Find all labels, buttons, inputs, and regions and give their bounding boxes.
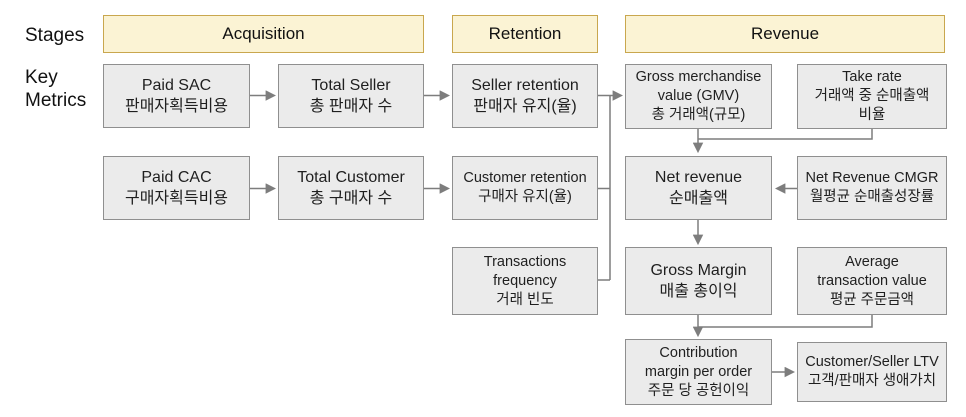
metric-line: Transactions (483, 253, 567, 270)
metric-total-customer: Total Customer 총 구매자 수 (278, 156, 424, 220)
metric-contribution-margin: Contribution margin per order 주문 당 공헌이익 (625, 339, 772, 405)
metric-line: Customer/Seller LTV (805, 354, 939, 370)
metric-line: value (GMV) (657, 88, 740, 104)
stage-header-acquisition: Acquisition (103, 15, 424, 53)
metric-line: 주문 당 공헌이익 (647, 382, 750, 399)
metric-line: 총 판매자 수 (309, 98, 393, 115)
metric-line: 판매자획득비용 (124, 98, 229, 115)
stage-label: Acquisition (222, 24, 305, 43)
metric-line: Paid SAC (141, 77, 212, 94)
metric-line: 거래액 중 순매출액 (814, 88, 930, 104)
metric-transactions-frequency: Transactions frequency 거래 빈도 (452, 247, 598, 315)
stage-label: Retention (488, 24, 562, 43)
metric-line: Seller retention (471, 77, 579, 94)
metric-line: transaction value (817, 272, 927, 289)
metric-line: 구매자 유지(율) (478, 189, 572, 205)
metric-line: 비율 (858, 107, 886, 123)
metric-line: Contribution (659, 344, 738, 361)
metric-paid-cac: Paid CAC 구매자획득비용 (103, 156, 250, 220)
metric-line: Gross Margin (650, 262, 747, 279)
grossmargin-avg-to-contribution (692, 315, 873, 338)
metric-avg-transaction-value: Average transaction value 평균 주문금액 (797, 247, 947, 315)
metric-line: margin per order (644, 363, 753, 380)
metric-line: Total Seller (311, 77, 391, 94)
metric-line: Total Customer (297, 169, 405, 186)
key-metrics-label-line1: Key (25, 67, 58, 88)
metric-line: frequency (493, 272, 557, 289)
metric-net-revenue: Net revenue 순매출액 (625, 156, 772, 220)
metric-net-revenue-cmgr: Net Revenue CMGR 월평균 순매출성장률 (797, 156, 947, 220)
metric-line: Gross merchandise (635, 69, 762, 85)
metric-line: 월평균 순매출성장률 (809, 189, 935, 205)
metric-line: Customer retention (463, 170, 587, 186)
key-metrics-label-line2: Metrics (25, 90, 87, 111)
metric-line: 총 거래액(규모) (651, 107, 746, 123)
metric-line: Net revenue (654, 169, 743, 186)
gmv-takerate-to-netrevenue (692, 129, 873, 154)
metric-line: 매출 총이익 (659, 283, 738, 300)
metric-customer-seller-ltv: Customer/Seller LTV 고객/판매자 생애가치 (797, 342, 947, 402)
metric-customer-retention: Customer retention 구매자 유지(율) (452, 156, 598, 220)
metric-gmv: Gross merchandise value (GMV) 총 거래액(규모) (625, 64, 772, 129)
metric-paid-sac: Paid SAC 판매자획득비용 (103, 64, 250, 128)
stage-header-retention: Retention (452, 15, 598, 53)
metric-line: 순매출액 (669, 190, 728, 207)
metric-total-seller: Total Seller 총 판매자 수 (278, 64, 424, 128)
metric-line: 거래 빈도 (496, 291, 554, 308)
metric-line: 고객/판매자 생애가치 (807, 373, 937, 389)
metric-line: 구매자획득비용 (124, 190, 229, 207)
metric-line: 총 구매자 수 (309, 190, 393, 207)
metric-line: Take rate (842, 69, 902, 85)
metric-take-rate: Take rate 거래액 중 순매출액 비율 (797, 64, 947, 129)
metric-seller-retention: Seller retention 판매자 유지(율) (452, 64, 598, 128)
metric-gross-margin: Gross Margin 매출 총이익 (625, 247, 772, 315)
metric-line: Paid CAC (141, 169, 212, 186)
metric-line: Average (845, 253, 899, 270)
stage-header-revenue: Revenue (625, 15, 945, 53)
metric-line: Net Revenue CMGR (805, 170, 939, 186)
retention-to-gmv-trunk (598, 90, 624, 281)
stages-row-label: Stages (25, 25, 85, 46)
stage-label: Revenue (750, 24, 820, 43)
metric-line: 평균 주문금액 (829, 291, 915, 308)
metric-line: 판매자 유지(율) (473, 98, 577, 115)
key-metrics-row-label: Key Metrics (25, 66, 86, 112)
